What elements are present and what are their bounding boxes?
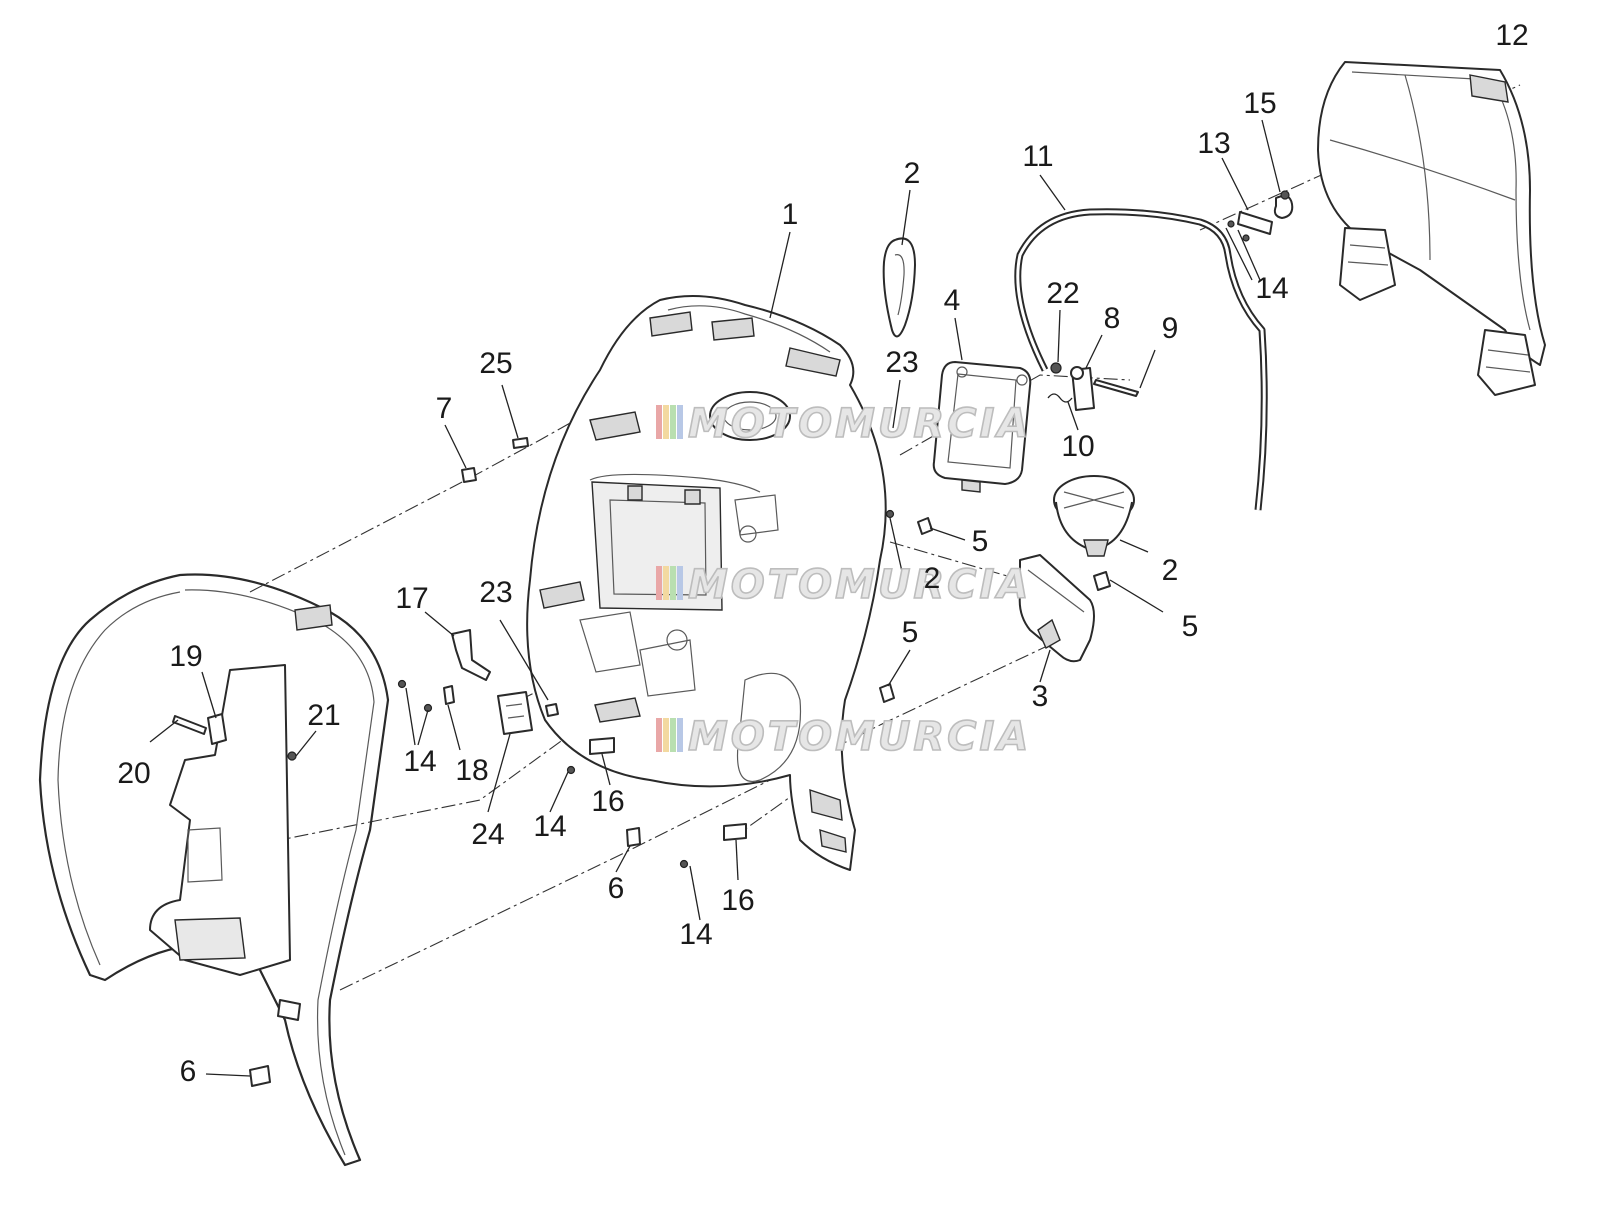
callout-14: 14 (1255, 272, 1288, 305)
watermark-text: MOTOMURCIA (688, 714, 1031, 760)
callout-6: 6 (180, 1055, 197, 1088)
callout-12: 12 (1495, 19, 1528, 52)
assembly-lines (249, 84, 1521, 991)
watermark-2: MOTOMURCIA (656, 561, 1031, 609)
callout-11: 11 (1022, 140, 1053, 173)
front-shield-frame (38, 573, 390, 1167)
part-5-screws (879, 517, 1111, 703)
watermark-stripe (670, 405, 676, 439)
callout-3: 3 (1032, 680, 1049, 713)
part-18-plate (443, 685, 455, 705)
watermark-text: MOTOMURCIA (688, 401, 1031, 447)
callout-6: 6 (608, 872, 625, 905)
callout-23: 23 (479, 576, 512, 609)
watermark-stripe (670, 718, 676, 752)
part-7-clip (461, 467, 477, 483)
part-17-bracket (451, 629, 491, 681)
part-25-label (512, 437, 529, 449)
watermark-stripe (663, 566, 669, 600)
part-23-grommet (545, 703, 559, 717)
callout-25: 25 (479, 347, 512, 380)
callout-5: 5 (972, 525, 989, 558)
part-13-bracket (1227, 211, 1273, 242)
callout-8: 8 (1104, 302, 1121, 335)
callout-labels: 1 2 2 2 3 4 5 5 5 6 6 7 8 9 10 11 12 13 … (117, 19, 1528, 1088)
part-6-clips (249, 827, 641, 1087)
callout-13: 13 (1197, 127, 1230, 160)
callout-16: 16 (721, 884, 754, 917)
callout-24: 24 (471, 818, 504, 851)
watermark-stripe (677, 566, 683, 600)
watermark-stripe (677, 718, 683, 752)
part-24-plate (497, 691, 533, 735)
callout-18: 18 (455, 754, 488, 787)
watermark-3: MOTOMURCIA (656, 713, 1031, 761)
callout-15: 15 (1243, 87, 1276, 120)
watermark-stripe (663, 718, 669, 752)
callout-1: 1 (782, 198, 799, 231)
watermark-text: MOTOMURCIA (688, 562, 1031, 608)
callout-5: 5 (902, 616, 919, 649)
callout-2: 2 (904, 157, 921, 190)
part-3-cover (1018, 554, 1095, 663)
callout-2: 2 (1162, 554, 1179, 587)
callout-14: 14 (533, 810, 566, 843)
callout-14: 14 (679, 918, 712, 951)
callout-23: 23 (885, 346, 918, 379)
leader-lines (149, 119, 1281, 1077)
callout-4: 4 (944, 284, 961, 317)
callout-10: 10 (1061, 430, 1094, 463)
part-14-screws (397, 509, 895, 869)
callout-20: 20 (117, 757, 150, 790)
part-2-reflector-top (882, 237, 916, 338)
part-2-cup (1053, 475, 1135, 557)
part-16-clips (589, 737, 747, 841)
part-22-nut (1050, 362, 1062, 374)
callout-22: 22 (1046, 277, 1079, 310)
callout-2: 2 (924, 562, 941, 595)
part-4-glovebox-door (932, 361, 1032, 493)
callout-17: 17 (395, 582, 428, 615)
watermark-stripe (677, 405, 683, 439)
callout-19: 19 (169, 640, 202, 673)
watermark-stripe (656, 405, 662, 439)
callout-7: 7 (436, 392, 453, 425)
watermark-stripe (670, 566, 676, 600)
part-8-lock (1070, 366, 1095, 411)
watermark-stripe (663, 405, 669, 439)
callout-9: 9 (1162, 312, 1179, 345)
part-9-pin (1093, 379, 1139, 397)
callout-14: 14 (403, 745, 436, 778)
part-11-edge-trim (1014, 208, 1268, 511)
part-15-spring-clip (1273, 190, 1294, 219)
callout-5: 5 (1182, 610, 1199, 643)
part-12-rear-shield (1317, 61, 1546, 396)
watermark-stripe (656, 718, 662, 752)
watermark-stripe (656, 566, 662, 600)
callout-16: 16 (591, 785, 624, 818)
part-1-legshield-panel (526, 295, 887, 871)
watermark-1: MOTOMURCIA (656, 400, 1031, 448)
part-10-spring (1047, 393, 1073, 403)
callout-21: 21 (307, 699, 340, 732)
